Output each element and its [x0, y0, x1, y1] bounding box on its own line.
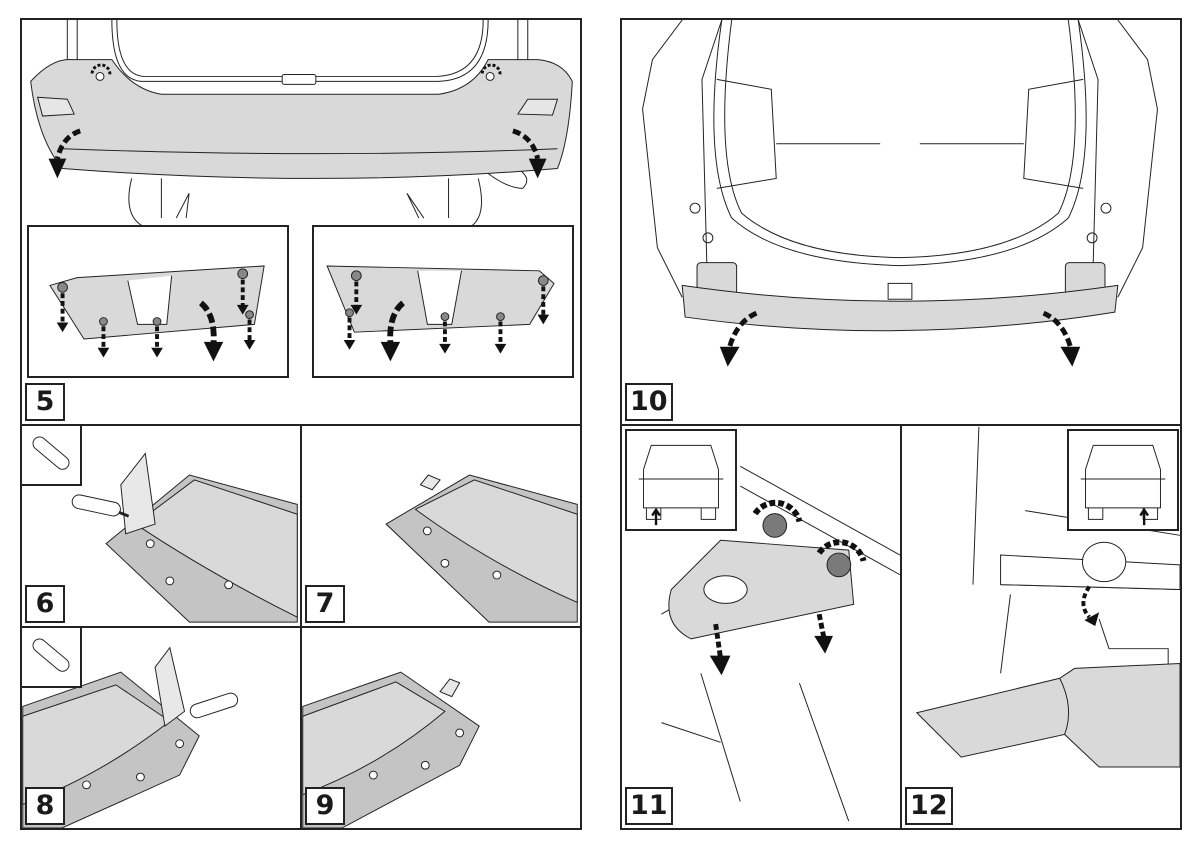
step-number-label: 6	[25, 585, 65, 623]
panel-step-8: 8	[20, 626, 302, 830]
utility-knife-icon	[32, 638, 70, 672]
tool-inset	[22, 426, 82, 486]
fastener-arrow-icon	[236, 268, 249, 315]
fastener-arrow-icon	[243, 310, 256, 350]
step-number-label: 12	[905, 787, 953, 825]
utility-knife-icon	[32, 436, 70, 470]
step-number-label: 10	[625, 383, 673, 421]
tool-inset	[22, 628, 82, 688]
panel-step-10: 10	[620, 18, 1182, 426]
beam-removal-illustration	[642, 20, 1158, 367]
utility-knife-icon	[189, 692, 239, 719]
utility-knife-icon	[71, 494, 130, 518]
panel-step-6: 6	[20, 424, 302, 628]
bolt-icon	[752, 499, 803, 538]
cut-right-tab-illustration	[22, 646, 239, 828]
car-rear-locator-icon	[638, 444, 724, 526]
fastener-arrow-icon	[350, 270, 363, 315]
panel-step-11: 11	[620, 424, 902, 830]
fastener-arrow-icon	[343, 308, 356, 350]
panel-step-12: 12	[900, 424, 1182, 830]
step-number-label: 8	[25, 787, 65, 825]
panel-step-5: 5	[20, 18, 582, 426]
step-number-label: 7	[305, 585, 345, 623]
bolt-icon	[816, 539, 867, 578]
panel-step-7: 7	[300, 424, 582, 628]
locator-inset	[1067, 429, 1179, 531]
pull-down-arrow-icon	[719, 310, 1081, 367]
bumper-removal-illustration	[30, 20, 573, 229]
screw-rotate-icon	[480, 63, 502, 81]
trimmed-right-tab-illustration	[302, 671, 480, 828]
bracket-drop-arrow-icon	[709, 613, 833, 676]
car-rear-locator-icon	[1080, 444, 1166, 526]
inset-left-fasteners	[27, 225, 289, 378]
cut-left-tab-illustration	[71, 452, 298, 623]
locator-inset	[625, 429, 737, 531]
screw-rotate-icon	[90, 63, 112, 81]
step-number-label: 11	[625, 787, 673, 825]
step-number-label: 5	[25, 383, 65, 421]
inset-right-fasteners	[312, 225, 574, 378]
fastener-arrow-icon	[494, 312, 507, 354]
fastener-arrow-icon	[537, 275, 550, 325]
fastener-arrow-icon	[439, 312, 451, 354]
fastener-arrow-icon	[151, 317, 163, 358]
bracket-unbolt-illustration	[661, 465, 900, 822]
exhaust-hanger-illustration	[915, 426, 1180, 768]
hanger-detach-arrow-icon	[1081, 585, 1100, 627]
fastener-arrow-icon	[56, 282, 69, 333]
panel-step-9: 9	[300, 626, 582, 830]
fastener-arrow-icon	[97, 317, 110, 358]
step-number-label: 9	[305, 787, 345, 825]
trimmed-left-tab-illustration	[385, 474, 578, 623]
pull-down-arrow-icon	[48, 128, 547, 179]
rubber-hanger-icon	[1081, 541, 1127, 583]
